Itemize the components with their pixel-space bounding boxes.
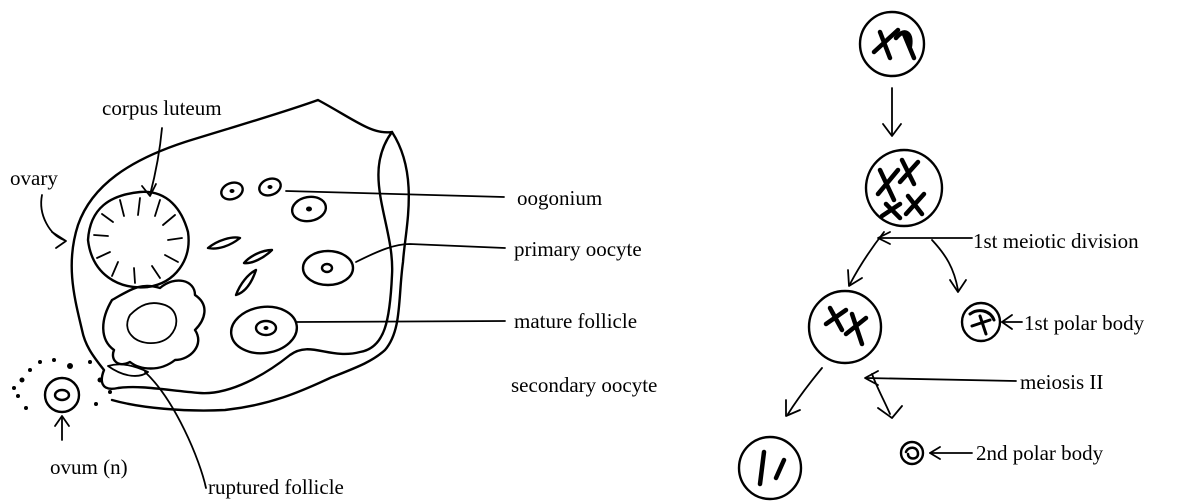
label-ruptured-follicle: ruptured follicle [208, 475, 344, 499]
secondary-oocyte-meiosis-cell [809, 291, 881, 363]
final-ovum-cell [739, 437, 801, 499]
oogonium-cells [219, 176, 328, 224]
label-first-polar-body: 1st polar body [1024, 311, 1145, 335]
second-polar-body-cell [901, 442, 923, 464]
label-corpus-luteum: corpus luteum [102, 96, 222, 120]
oogonium-leader [286, 191, 504, 197]
small-follicles [208, 237, 272, 295]
oogonium-meiosis-cell [860, 12, 924, 76]
label-ovum: ovum (n) [50, 455, 128, 479]
first-polar-body-cell [962, 303, 1000, 341]
ruptured-follicle-opening [108, 364, 148, 376]
ovary-outline [72, 100, 392, 393]
ovum-cell [12, 358, 112, 412]
ovary-arrowhead [52, 232, 66, 248]
primary-oocyte-leader [356, 244, 505, 262]
primary-oocyte-cell [303, 251, 353, 285]
ovary-drawing [12, 100, 505, 488]
label-meiosis-two: meiosis II [1020, 370, 1103, 394]
arrow-to-second-polar [872, 374, 890, 414]
mature-follicle-leader [296, 321, 505, 322]
label-second-polar-body: 2nd polar body [976, 441, 1104, 465]
ruptured-follicle [103, 281, 204, 369]
corpus-luteum [88, 192, 189, 287]
mature-follicle-cell [228, 303, 300, 358]
label-primary-oocyte: primary oocyte [514, 237, 642, 261]
ruptured-follicle-inner [127, 303, 176, 343]
arrow-to-first-polar [932, 240, 958, 290]
meiosis-drawing [739, 12, 1022, 499]
label-ovary: ovary [10, 166, 58, 190]
arrow-to-secondary [850, 232, 884, 284]
primary-oocyte-meiosis-cell [866, 150, 942, 226]
label-first-meiotic-division: 1st meiotic division [973, 229, 1139, 253]
label-mature-follicle: mature follicle [514, 309, 637, 333]
meiosis-two-leader [866, 378, 1016, 381]
label-secondary-oocyte: secondary oocyte [511, 373, 657, 397]
corpus-luteum-arrowhead [142, 184, 156, 196]
arrow-to-ovum [788, 368, 822, 414]
label-oogonium: oogonium [517, 186, 602, 210]
